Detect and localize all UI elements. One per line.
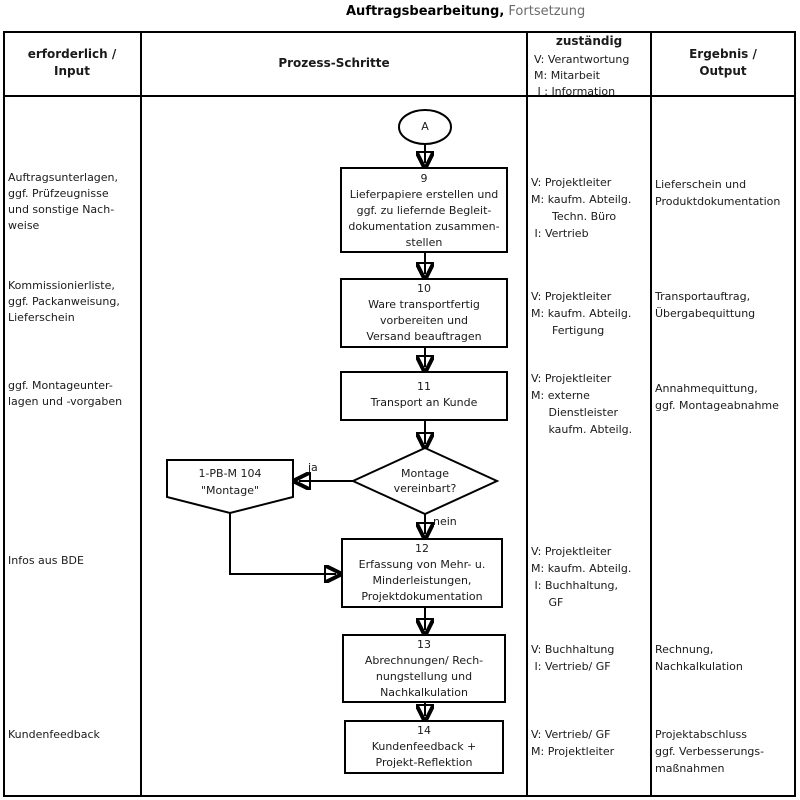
- output-step11: Annahmequittung, ggf. Montageabnahme: [655, 382, 779, 412]
- column-divider-process-responsible: [526, 31, 528, 797]
- responsible-step13: V: Buchhaltung I: Vertrieb/ GF: [531, 643, 615, 673]
- process-box-10: 10 Ware transportfertig vorbereiten und …: [340, 278, 508, 348]
- step-number: 10: [417, 282, 431, 295]
- step-number: 14: [417, 724, 431, 737]
- step-number: 9: [420, 172, 428, 185]
- offpage-connector-label: A: [421, 120, 429, 133]
- process-box-11: 11 Transport an Kunde: [340, 371, 508, 421]
- page-title-suffix: Fortsetzung: [504, 4, 586, 19]
- table-frame: [3, 31, 796, 797]
- page-title-main: Auftragsbearbeitung,: [346, 4, 505, 19]
- reference-label: 1-PB-M 104 "Montage": [198, 467, 262, 497]
- input-item-step11: ggf. Montageunter- lagen und -vorgaben: [8, 379, 123, 408]
- step-number: 12: [415, 542, 429, 555]
- responsible-step9: V: Projektleiter M: kaufm. Abteilg. Tech…: [531, 176, 632, 240]
- input-item-step10: Kommissionierliste, ggf. Packanweisung, …: [8, 279, 120, 324]
- process-box-14: 14 Kundenfeedback + Projekt-Reflektion: [344, 720, 504, 774]
- responsible-step11: V: Projektleiter M: externe Dienstleiste…: [531, 372, 633, 436]
- step-number: 13: [417, 638, 431, 651]
- column-divider-responsible-output: [650, 31, 652, 797]
- header-cell-process: Prozess-Schritte: [278, 56, 390, 70]
- responsible-step12: V: Projektleiter M: kaufm. Abteilg. I: B…: [531, 545, 632, 609]
- header-row-divider: [3, 95, 796, 97]
- page-title: Auftragsbearbeitung, Fortsetzung: [346, 3, 585, 21]
- step-number: 11: [417, 380, 431, 393]
- step-label: Ware transportfertig vorbereiten und Ver…: [366, 298, 482, 343]
- header-cell-output: Ergebnis / Output: [689, 47, 757, 78]
- process-box-13: 13 Abrechnungen/ Rech- nungstellung und …: [342, 634, 506, 703]
- header-cell-responsible-title: zuständig: [555, 34, 623, 48]
- column-divider-input-process: [140, 31, 142, 797]
- responsible-step10: V: Projektleiter M: kaufm. Abteilg. Fert…: [531, 290, 632, 337]
- input-item-step14: Kundenfeedback: [8, 728, 100, 741]
- step-label: Abrechnungen/ Rech- nungstellung und Nac…: [364, 654, 484, 699]
- decision-no-label: nein: [433, 515, 457, 528]
- output-step13: Rechnung, Nachkalkulation: [655, 643, 743, 673]
- output-step10: Transportauftrag, Übergabequittung: [655, 290, 756, 320]
- process-box-12: 12 Erfassung von Mehr- u. Minderleistung…: [341, 538, 503, 608]
- step-label: Transport an Kunde: [370, 396, 478, 409]
- output-step9: Lieferschein und Produktdokumentation: [655, 178, 781, 208]
- process-box-9: 9 Lieferpapiere erstellen und ggf. zu li…: [340, 167, 508, 253]
- decision-question: Montage vereinbart?: [393, 467, 457, 495]
- step-label: Erfassung von Mehr- u. Minderleistungen,…: [358, 558, 486, 603]
- input-item-step12: Infos aus BDE: [8, 554, 84, 567]
- responsible-step14: V: Vertrieb/ GF M: Projektleiter: [531, 728, 615, 758]
- header-cell-input: erforderlich / Input: [27, 47, 117, 78]
- decision-yes-label: ja: [308, 461, 318, 474]
- step-label: Lieferpapiere erstellen und ggf. zu lief…: [348, 188, 500, 249]
- step-label: Kundenfeedback + Projekt-Reflektion: [371, 740, 477, 769]
- output-step14: Projektabschluss ggf. Verbesserungs- maß…: [655, 728, 765, 775]
- input-item-step9: Auftragsunterlagen, ggf. Prüfzeugnisse u…: [8, 171, 119, 232]
- header-cell-responsible-legend: V: Verantwortung M: Mitarbeit I : Inform…: [534, 53, 630, 98]
